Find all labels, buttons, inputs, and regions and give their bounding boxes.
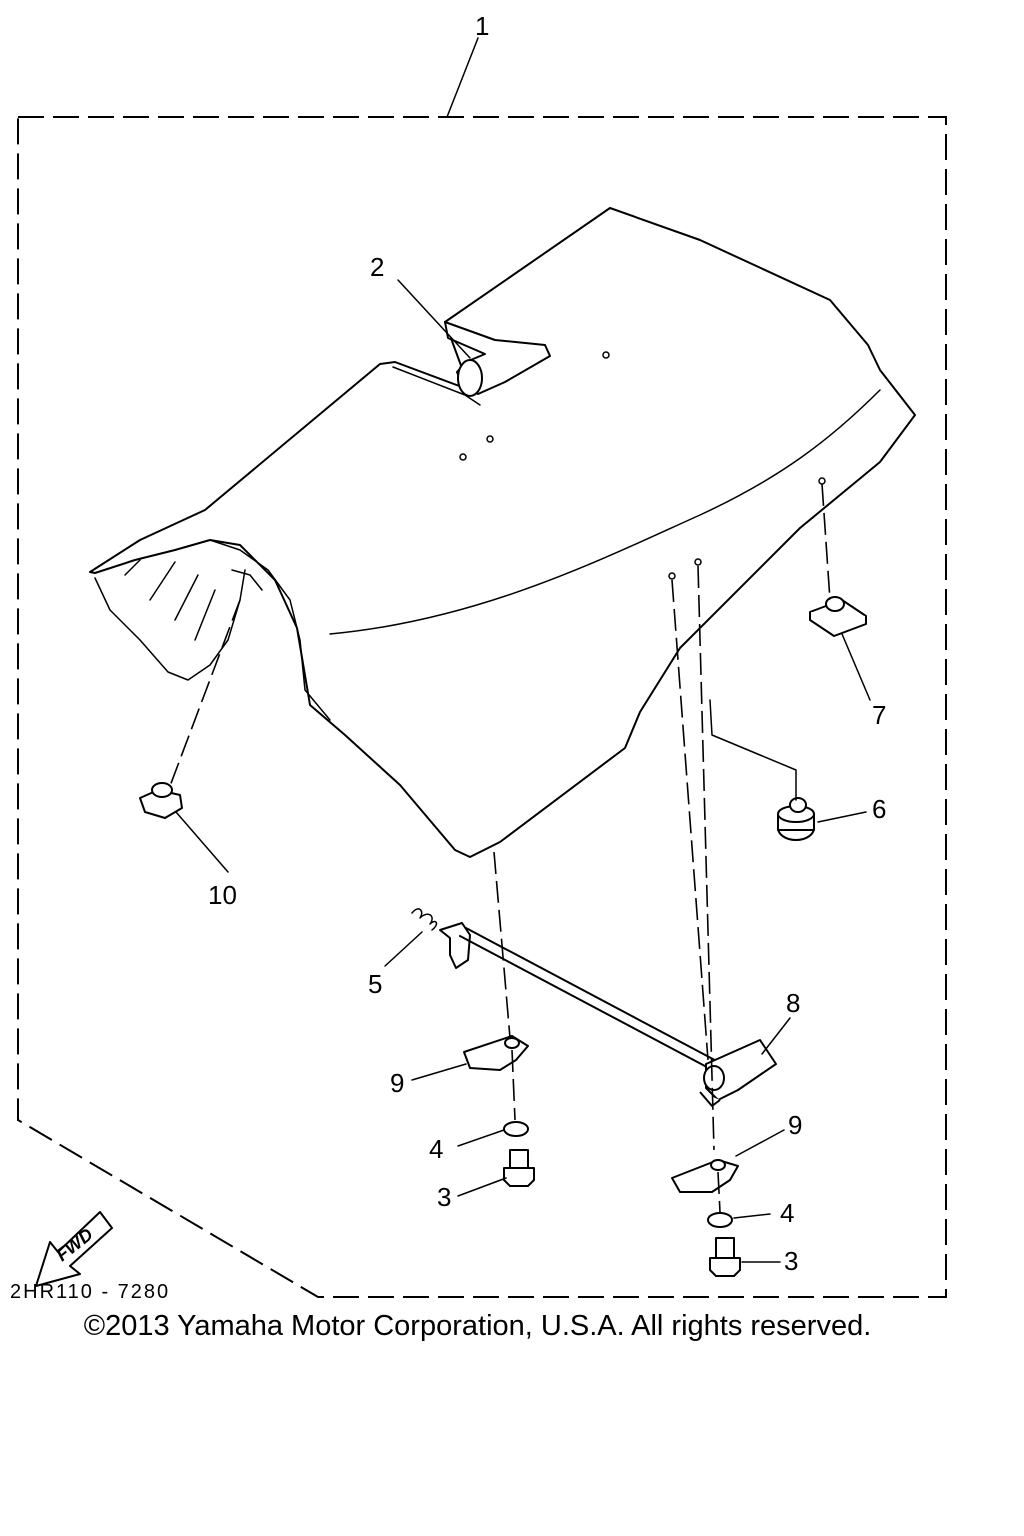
callout-3: 3 [437, 1182, 451, 1212]
centerline [169, 599, 241, 787]
callout-5: 5 [368, 969, 382, 999]
damper-part [777, 797, 815, 841]
bolt-part-lower [709, 1237, 741, 1277]
assembly-boundary [17, 116, 947, 1298]
callout-9: 9 [390, 1068, 404, 1098]
diagram-code: 2HR110 - 7280 [10, 1281, 170, 1303]
spring-part [411, 908, 438, 931]
callout-9: 9 [788, 1110, 802, 1140]
centerline [493, 851, 511, 1039]
centerline [671, 579, 709, 1061]
callout-3: 3 [784, 1246, 798, 1276]
seat-body [89, 207, 916, 858]
washer-part-lower [707, 1212, 733, 1228]
callout-10: 10 [208, 880, 237, 910]
centerline [717, 1171, 721, 1213]
washer-part-upper [503, 1121, 529, 1137]
copyright-notice: ©2013 Yamaha Motor Corporation, U.S.A. A… [83, 1310, 872, 1342]
damper-part-front [139, 782, 183, 819]
centerline [697, 565, 715, 1151]
callout-1: 1 [475, 11, 489, 41]
callout-4: 4 [780, 1198, 794, 1228]
callout-4: 4 [429, 1134, 443, 1164]
leader-lines [175, 37, 871, 1263]
callout-7: 7 [872, 700, 886, 730]
callout-6: 6 [872, 794, 886, 824]
centerline [511, 1049, 516, 1121]
holder-part-lower [671, 1159, 739, 1193]
lock-rod-part [439, 922, 777, 1107]
clip-nut-part [809, 596, 867, 637]
holder-part-upper [463, 1035, 529, 1071]
centerline [821, 483, 831, 601]
callout-8: 8 [786, 988, 800, 1018]
fwd-arrow-icon: FWD [35, 1211, 113, 1287]
bolt-part-upper [503, 1149, 535, 1187]
callout-2: 2 [370, 252, 384, 282]
strap-part [444, 321, 551, 397]
